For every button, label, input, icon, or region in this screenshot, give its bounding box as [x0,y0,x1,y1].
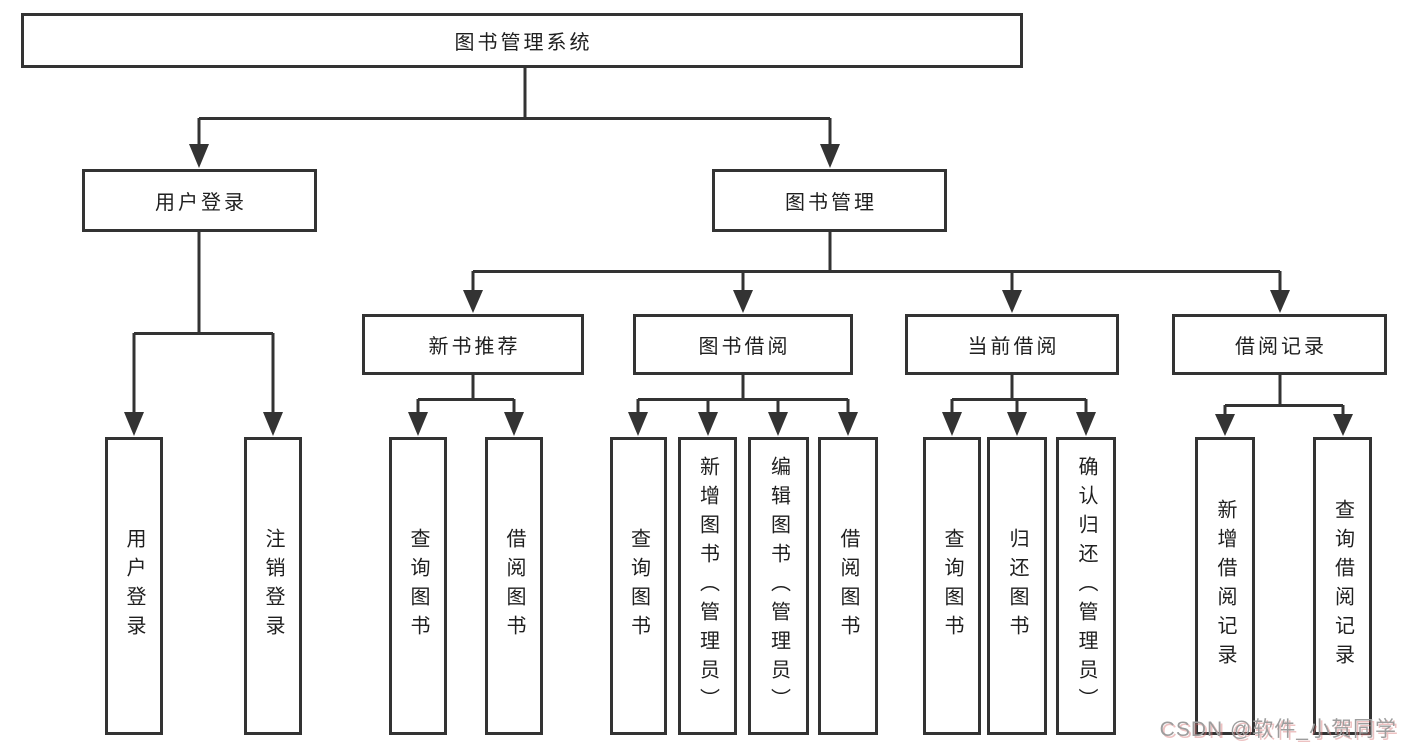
edge-new-book-rec-to-leaves [408,375,524,436]
leaf-user-login-label: 用户登录 [123,528,145,644]
leaf-query-book-borrow-label: 查询图书 [627,528,650,644]
leaf-add-borrow-record-label: 新增借阅记录 [1214,499,1236,673]
node-root: 图书管理系统 [21,13,1023,68]
node-borrow-record: 借阅记录 [1172,314,1387,375]
leaf-borrow-book-rec-label: 借阅图书 [503,528,525,644]
csdn-watermark: CSDN @软件_小贺同学 [1159,718,1397,741]
leaf-return-book: 归还图书 [987,437,1047,735]
leaf-borrow-book-rec: 借阅图书 [485,437,543,735]
node-user-login: 用户登录 [82,169,317,232]
edge-user-login-to-leaves [124,232,283,436]
leaf-query-book-rec-label: 查询图书 [407,528,429,644]
node-new-book-rec-label: 新书推荐 [428,336,521,358]
node-book-mgmt: 图书管理 [712,169,947,232]
leaf-add-borrow-record: 新增借阅记录 [1195,437,1255,735]
leaf-add-book: 新增图书（管理员） [678,437,737,735]
leaf-query-borrow-record-label: 查询借阅记录 [1331,499,1354,673]
leaf-query-borrow-record: 查询借阅记录 [1313,437,1372,735]
leaf-query-book-borrow: 查询图书 [610,437,667,735]
leaf-borrow-book-label: 借阅图书 [837,528,859,644]
leaf-confirm-return-label: 确认归还（管理员） [1075,455,1097,717]
leaf-logout-login: 注销登录 [244,437,302,735]
leaf-query-book-current-label: 查询图书 [941,528,963,644]
leaf-edit-book-label: 编辑图书（管理员） [767,455,790,717]
node-new-book-rec: 新书推荐 [362,314,584,375]
leaf-return-book-label: 归还图书 [1006,528,1028,644]
node-user-login-label: 用户登录 [155,192,247,214]
edge-book-borrow-to-leaves [628,375,858,436]
leaf-user-login: 用户登录 [105,437,163,735]
edge-borrow-record-to-leaves [1215,375,1353,436]
leaf-query-book-current: 查询图书 [923,437,981,735]
node-book-borrow: 图书借阅 [633,314,853,375]
leaf-query-book-rec: 查询图书 [389,437,447,735]
leaf-confirm-return: 确认归还（管理员） [1056,437,1116,735]
node-book-borrow-label: 图书借阅 [698,336,791,358]
edge-book-mgmt-to-level3 [463,232,1290,313]
node-current-borrow-label: 当前借阅 [967,336,1060,358]
leaf-add-book-label: 新增图书（管理员） [696,455,719,717]
node-book-mgmt-label: 图书管理 [785,192,877,214]
edge-current-borrow-to-leaves [942,375,1096,436]
node-borrow-record-label: 借阅记录 [1235,336,1327,358]
node-current-borrow: 当前借阅 [905,314,1119,375]
leaf-borrow-book: 借阅图书 [818,437,878,735]
edge-root-to-level2 [189,68,840,168]
leaf-logout-login-label: 注销登录 [262,528,284,644]
node-root-label: 图书管理系统 [454,32,593,54]
leaf-edit-book: 编辑图书（管理员） [748,437,809,735]
